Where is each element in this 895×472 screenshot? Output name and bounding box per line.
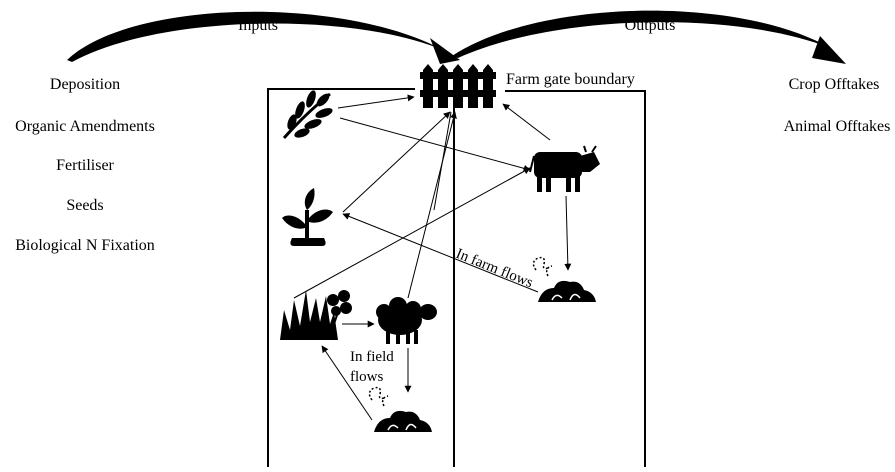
flow-manure-to-seedling: [342, 213, 539, 293]
wheat-icon: [282, 90, 333, 139]
input-deposition: Deposition: [50, 76, 120, 93]
inputs-curved-arrow: [67, 11, 460, 64]
in-field-flows-label-line2: flows: [350, 369, 383, 385]
farm-boundary-left: [267, 88, 415, 467]
output-crop-offtakes: Crop Offtakes: [789, 76, 880, 93]
flow-crop-to-fence: [337, 94, 415, 109]
outputs-curved-arrow: [452, 10, 846, 64]
farm-boundary-right: [505, 90, 646, 467]
grass-clover-icon: [280, 290, 352, 340]
input-organic-amendments: Organic Amendments: [15, 118, 155, 135]
manure-icon: [532, 256, 596, 302]
outputs-label: Outputs: [625, 17, 676, 34]
flow-crop-to-cow: [339, 117, 531, 172]
fence-icon: [420, 64, 496, 108]
flow-seedling-to-fence: [342, 111, 451, 213]
seedling-icon: [282, 188, 333, 246]
inputs-label: Inputs: [238, 17, 278, 34]
flow-cow-to-fence: [502, 103, 551, 141]
input-fertiliser: Fertiliser: [56, 157, 114, 174]
in-field-flows-label-line1: In field: [350, 349, 394, 365]
flow-sheep-to-fence: [407, 111, 457, 299]
sheep-icon: [376, 297, 437, 344]
flow-grass-to-cow: [293, 167, 531, 299]
input-biological-n-fixation: Biological N Fixation: [15, 237, 155, 254]
outputs-list: Crop Offtakes Animal Offtakes: [784, 76, 891, 135]
farm-gate-boundary-label: Farm gate boundary: [506, 71, 635, 88]
flow-cow-to-manure: [564, 195, 572, 271]
output-animal-offtakes: Animal Offtakes: [784, 118, 891, 135]
cow-icon: [529, 145, 600, 192]
input-seeds: Seeds: [66, 197, 103, 214]
inputs-list: Deposition Organic Amendments Fertiliser…: [15, 76, 155, 254]
flow-arrows: [293, 94, 572, 421]
in-farm-flows-label: In farm flows: [454, 246, 536, 291]
manure-icon: [368, 386, 432, 432]
flow-manure-to-grass: [321, 345, 373, 421]
